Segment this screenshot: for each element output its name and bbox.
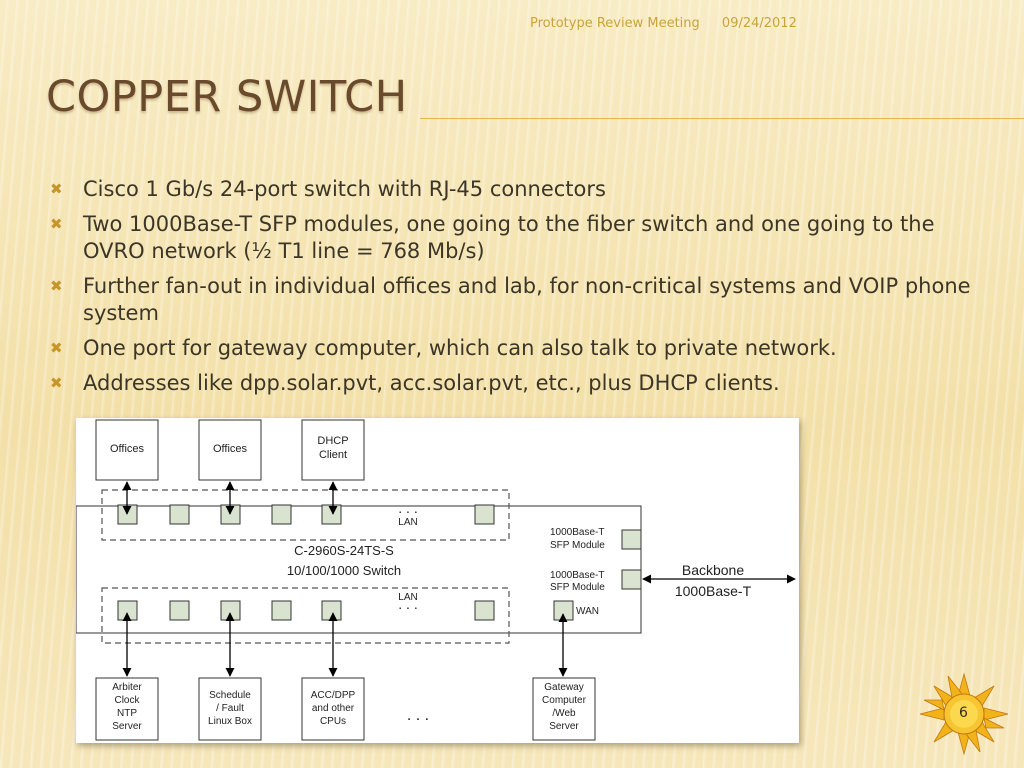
box-label: DHCP (317, 435, 348, 447)
svg-text:Schedule: Schedule (209, 690, 251, 701)
backbone-label-1: Backbone (682, 562, 744, 578)
svg-text:Gateway: Gateway (544, 682, 583, 693)
lan-label-top: LAN (398, 517, 417, 528)
bullet-item: ✖ One port for gateway computer, which ca… (48, 335, 988, 362)
svg-text:Linux Box: Linux Box (208, 716, 252, 727)
lan-group-top (101, 489, 510, 541)
top-box-offices-2: Offices (198, 419, 262, 481)
ellipsis-bottom-boxes: . . . (407, 707, 429, 724)
meeting-date: 09/24/2012 (721, 16, 797, 31)
switch-model: C-2960S-24TS-S (294, 543, 394, 558)
svg-text:Server: Server (112, 721, 142, 732)
bullet-list: ✖ Cisco 1 Gb/s 24-port switch with RJ-45 … (48, 176, 988, 405)
box-label: Client (319, 449, 347, 461)
lan-group-bottom (101, 587, 510, 644)
top-box-offices-1: Offices (95, 419, 159, 481)
sfp-port-1 (621, 529, 642, 550)
meeting-name: Prototype Review Meeting (530, 16, 700, 31)
x-mark-icon: ✖ (50, 215, 63, 233)
bottom-box-gateway: Gateway Computer /Web Server (532, 677, 596, 741)
bullet-text: One port for gateway computer, which can… (83, 336, 837, 360)
wan-label: WAN (576, 606, 599, 617)
svg-text:CPUs: CPUs (320, 716, 346, 727)
x-mark-icon: ✖ (50, 339, 63, 357)
x-mark-icon: ✖ (50, 374, 63, 392)
header-meta: Prototype Review Meeting 09/24/2012 (530, 16, 815, 31)
network-diagram: Offices Offices DHCP Client . . . LAN (76, 418, 799, 743)
bullet-text: Cisco 1 Gb/s 24-port switch with RJ-45 c… (83, 177, 606, 201)
svg-text:/ Fault: / Fault (216, 703, 244, 714)
network-diagram-svg: Offices Offices DHCP Client . . . LAN (76, 419, 796, 741)
svg-text:NTP: NTP (117, 708, 137, 719)
svg-text:Clock: Clock (114, 695, 140, 706)
svg-text:/Web: /Web (552, 708, 576, 719)
box-label: Offices (110, 443, 145, 455)
title-divider (420, 118, 1024, 119)
box-label: Offices (213, 443, 248, 455)
bottom-box-acc-dpp: ACC/DPP and other CPUs (301, 677, 365, 741)
ellipsis-top: . . . (398, 500, 417, 516)
bullet-item: ✖ Further fan-out in individual offices a… (48, 273, 988, 327)
sfp-port-2 (621, 569, 642, 590)
sun-logo-icon (919, 672, 1009, 756)
x-mark-icon: ✖ (50, 180, 63, 198)
sfp-label-2a: 1000Base-T (550, 570, 604, 581)
bottom-box-arbiter: Arbiter Clock NTP Server (95, 677, 159, 741)
lan-label-bottom: LAN (398, 592, 417, 603)
svg-text:Computer: Computer (542, 695, 587, 706)
backbone-label-2: 1000Base-T (675, 583, 752, 599)
bullet-text: Addresses like dpp.solar.pvt, acc.solar.… (83, 371, 780, 395)
bullet-text: Further fan-out in individual offices an… (83, 274, 971, 325)
bottom-ports (117, 600, 574, 621)
bullet-item: ✖ Addresses like dpp.solar.pvt, acc.solar… (48, 370, 988, 397)
x-mark-icon: ✖ (50, 277, 63, 295)
sfp-label-2b: SFP Module (550, 582, 605, 593)
ellipsis-bottom: . . . (398, 596, 417, 612)
bullet-item: ✖ Two 1000Base-T SFP modules, one going t… (48, 211, 988, 265)
slide-number: 6 (959, 705, 968, 721)
sfp-label-1b: SFP Module (550, 540, 605, 551)
bullet-item: ✖ Cisco 1 Gb/s 24-port switch with RJ-45 … (48, 176, 988, 203)
top-box-dhcp-client: DHCP Client (301, 419, 365, 481)
slide-title: Copper Switch (46, 72, 408, 122)
switch-desc: 10/100/1000 Switch (287, 563, 401, 578)
svg-text:Arbiter: Arbiter (112, 682, 142, 693)
bullet-text: Two 1000Base-T SFP modules, one going to… (83, 212, 935, 263)
sfp-label-1a: 1000Base-T (550, 527, 604, 538)
bottom-box-schedule: Schedule / Fault Linux Box (198, 677, 262, 741)
top-ports (117, 504, 495, 525)
svg-text:Server: Server (549, 721, 579, 732)
svg-text:ACC/DPP: ACC/DPP (311, 690, 356, 701)
svg-text:and other: and other (312, 703, 355, 714)
